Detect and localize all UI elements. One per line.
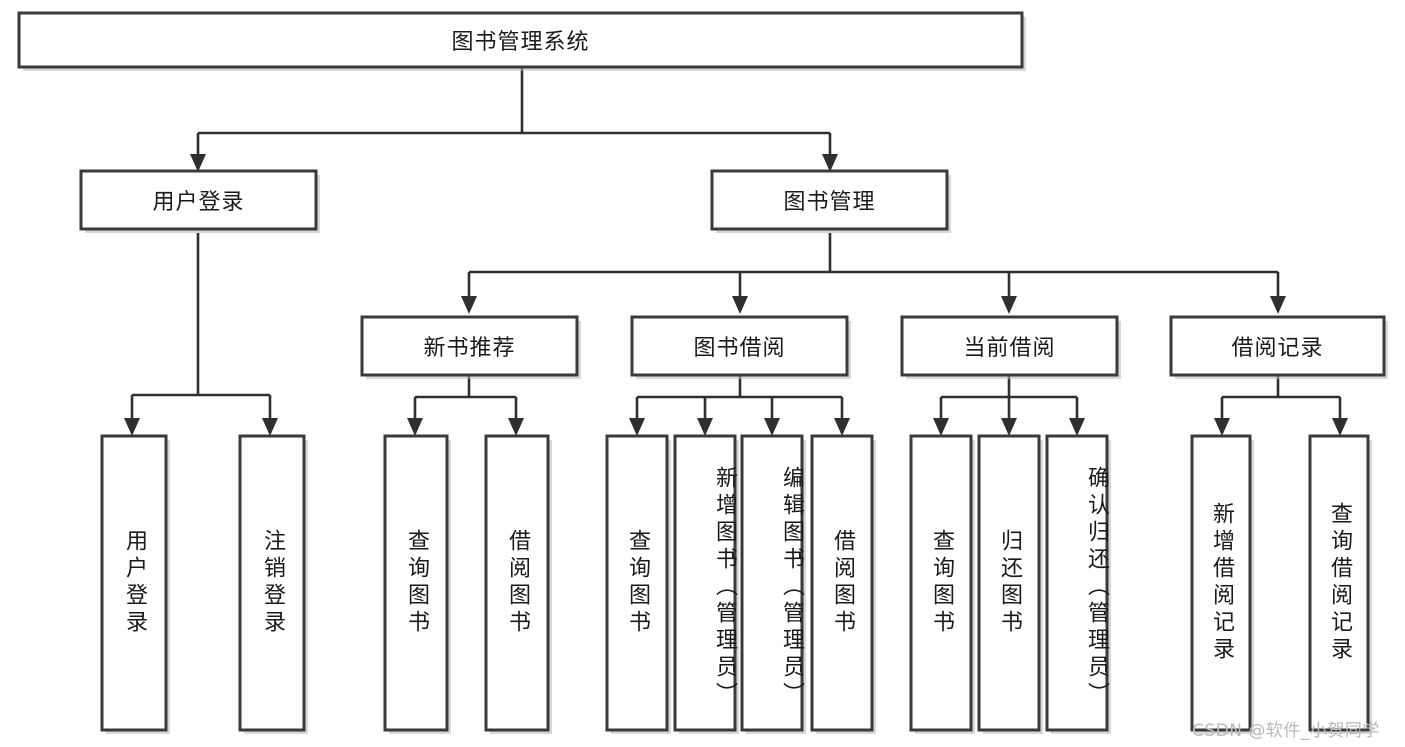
node-current-borrow[interactable] xyxy=(900,315,1119,377)
node-leaf-logout-login[interactable] xyxy=(238,434,306,732)
node-leaf-add-book[interactable] xyxy=(673,434,737,732)
node-root[interactable] xyxy=(17,11,1024,69)
node-new-book-recommend[interactable] xyxy=(360,315,579,377)
node-user-login[interactable] xyxy=(79,169,318,231)
node-borrow-record[interactable] xyxy=(1169,315,1386,377)
node-leaf-borrow-book-2[interactable] xyxy=(810,434,874,732)
node-leaf-user-login[interactable] xyxy=(100,434,168,732)
node-book-borrow[interactable] xyxy=(630,315,849,377)
node-leaf-confirm-return[interactable] xyxy=(1045,434,1109,732)
node-leaf-query-record[interactable] xyxy=(1308,434,1370,732)
node-leaf-borrow-book-1[interactable] xyxy=(484,434,550,732)
node-leaf-query-book-1[interactable] xyxy=(383,434,449,732)
node-leaf-add-record[interactable] xyxy=(1190,434,1252,732)
node-leaf-query-book-2[interactable] xyxy=(605,434,669,732)
node-leaf-edit-book[interactable] xyxy=(740,434,804,732)
node-leaf-query-book-3[interactable] xyxy=(909,434,973,732)
node-book-manage[interactable] xyxy=(710,169,949,231)
node-leaf-return-book[interactable] xyxy=(977,434,1041,732)
csdn-watermark: CSDN @软件_小贺同学 xyxy=(1192,721,1380,741)
